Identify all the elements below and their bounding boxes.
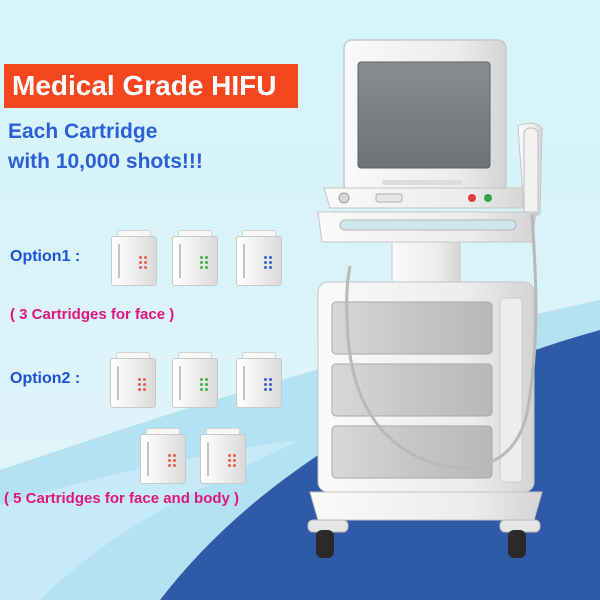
handpiece — [517, 122, 543, 217]
drawer-1 — [331, 301, 493, 355]
trolley-handle — [317, 211, 537, 243]
cartridge-indicator — [168, 454, 178, 467]
option2-cartridge-3 — [236, 352, 282, 408]
drawer-2 — [331, 363, 493, 417]
wheel-left — [316, 530, 334, 558]
option1-label: Option1 : — [10, 248, 81, 265]
option1-cartridge-1 — [111, 230, 157, 286]
hifu-machine — [307, 39, 543, 558]
option1-cartridge-3 — [236, 230, 282, 286]
option2-cartridge-1 — [110, 352, 156, 408]
option2-note: ( 5 Cartridges for face and body ) — [4, 490, 240, 507]
option2-cartridge-5 — [200, 428, 246, 484]
wheel-right — [508, 530, 526, 558]
headline-line-1: Each Cartridge — [8, 120, 158, 143]
cartridge-indicator — [200, 378, 210, 391]
monitor — [343, 39, 507, 193]
cartridge-indicator — [138, 378, 148, 391]
cartridge-indicator — [139, 256, 149, 269]
cartridge-indicator — [264, 378, 274, 391]
option2-cartridge-4 — [140, 428, 186, 484]
power-led — [468, 194, 476, 202]
headline-badge: Medical Grade HIFU — [4, 64, 298, 108]
trolley-neck — [391, 241, 461, 287]
cartridge-indicator — [264, 256, 274, 269]
drawer-3 — [331, 425, 493, 479]
ready-led — [484, 194, 492, 202]
trolley-base — [307, 491, 543, 558]
cartridge-indicator — [200, 256, 210, 269]
option2-cartridge-2 — [172, 352, 218, 408]
cartridge-indicator — [228, 454, 238, 467]
headline-line-2: with 10,000 shots!!! — [8, 150, 203, 173]
option2-label: Option2 : — [10, 370, 81, 387]
handpiece-cable — [345, 213, 538, 470]
option1-cartridge-2 — [172, 230, 218, 286]
option1-note: ( 3 Cartridges for face ) — [10, 306, 175, 323]
control-console — [323, 187, 529, 209]
trolley-cabinet — [317, 281, 535, 493]
